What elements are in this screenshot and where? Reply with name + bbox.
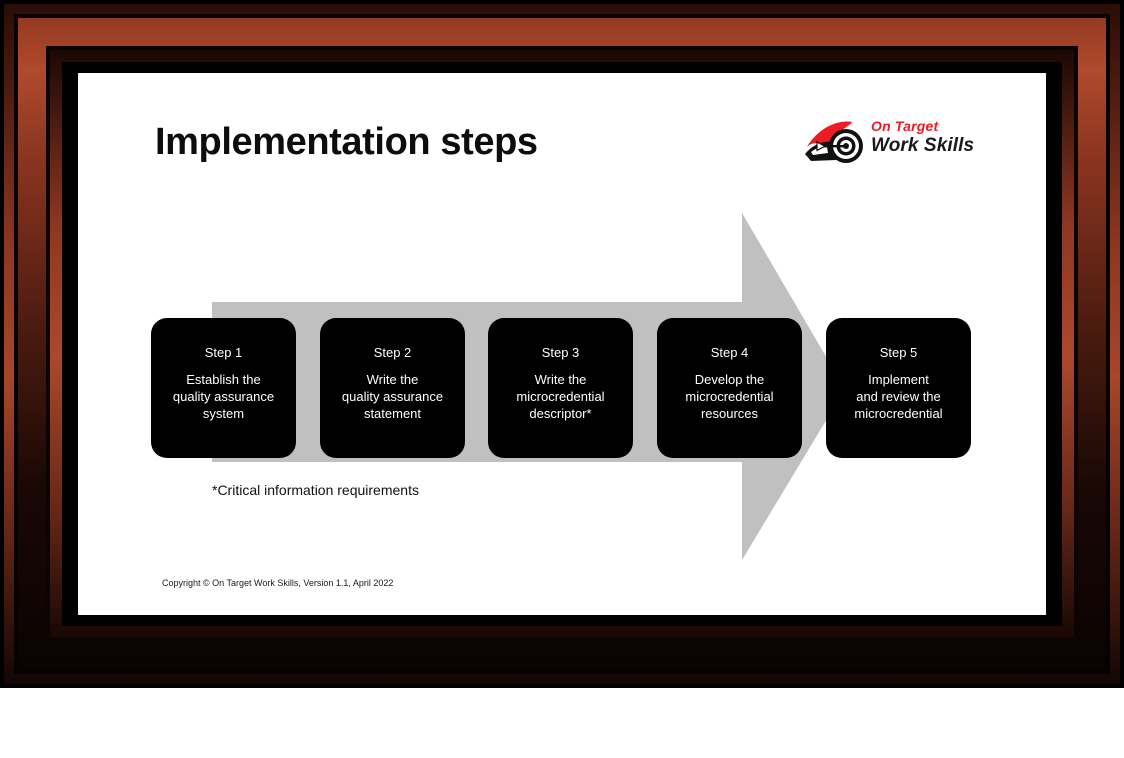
- step-box-4[interactable]: Step 4 Develop the microcredential resou…: [657, 318, 802, 458]
- target-bullseye-arrow-icon: [803, 120, 869, 166]
- step-list: Step 1 Establish the quality assurance s…: [78, 73, 1046, 615]
- picture-frame: Implementation steps: [0, 0, 1124, 688]
- step-description: Develop the microcredential resources: [685, 372, 774, 421]
- footnote: *Critical information requirements: [212, 482, 419, 498]
- step-box-1[interactable]: Step 1 Establish the quality assurance s…: [151, 318, 296, 458]
- step-description: Implement and review the microcredential: [854, 372, 943, 421]
- slide-canvas: Implementation steps: [78, 73, 1046, 615]
- step-description: Establish the quality assurance system: [172, 372, 275, 421]
- logo-line-on-target: On Target: [871, 118, 939, 134]
- step-description: Write the quality assurance statement: [341, 372, 444, 421]
- step-box-3[interactable]: Step 3 Write the microcredential descrip…: [488, 318, 633, 458]
- logo-text: On Target Work Skills: [871, 118, 979, 157]
- step-box-2[interactable]: Step 2 Write the quality assurance state…: [320, 318, 465, 458]
- copyright-notice: Copyright © On Target Work Skills, Versi…: [162, 578, 394, 588]
- step-label: Step 2: [373, 345, 412, 360]
- step-label: Step 1: [204, 345, 243, 360]
- logo: On Target Work Skills: [803, 118, 979, 168]
- step-label: Step 3: [541, 345, 580, 360]
- logo-line-work-skills: Work Skills: [871, 135, 975, 156]
- step-description: Write the microcredential descriptor*: [516, 372, 605, 421]
- step-label: Step 5: [879, 345, 918, 360]
- page-title: Implementation steps: [155, 121, 538, 163]
- step-box-5[interactable]: Step 5 Implement and review the microcre…: [826, 318, 971, 458]
- step-label: Step 4: [710, 345, 749, 360]
